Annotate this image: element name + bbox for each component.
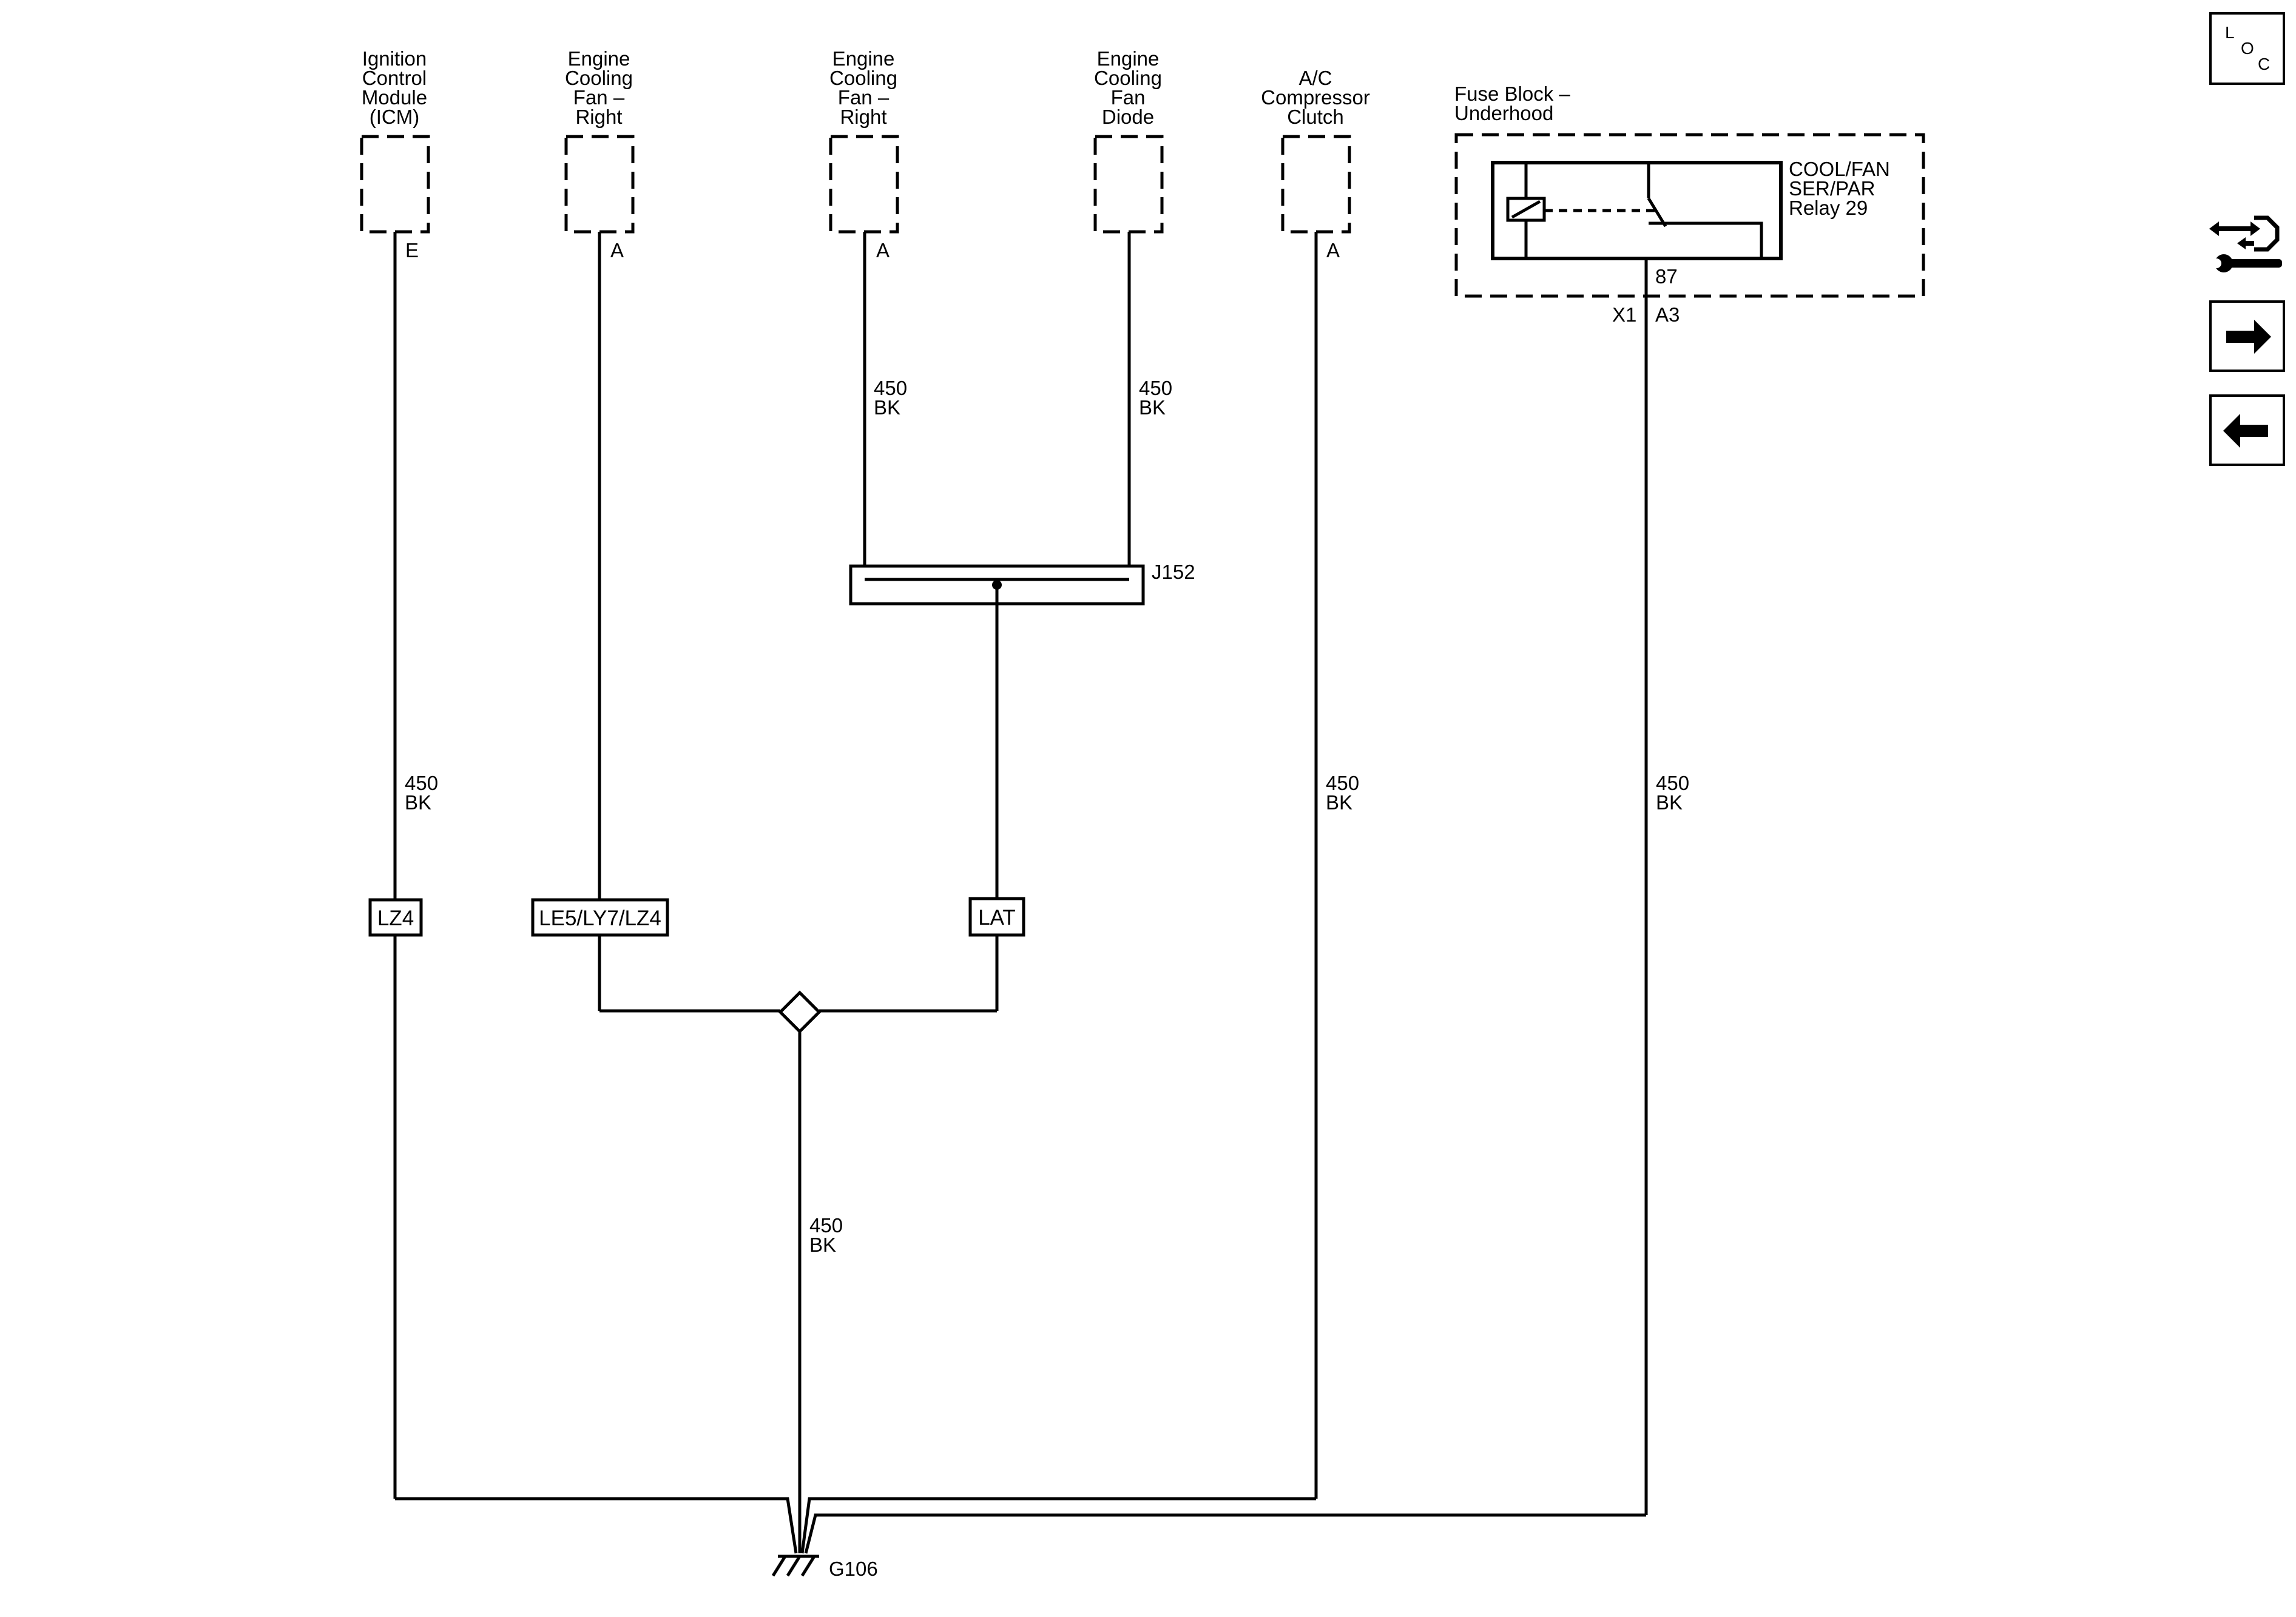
fan-diode-label-1: Engine	[1097, 47, 1160, 70]
loc-letter-o: O	[2241, 39, 2254, 58]
fan-right-b-connector-box	[829, 135, 899, 234]
fan-right-b-label-4: Right	[840, 106, 886, 128]
connector-wrench-icon	[2209, 215, 2282, 272]
loc-letter-l: L	[2225, 23, 2235, 42]
wire-ac-gauge: 450	[1326, 772, 1359, 794]
component-fan-right-a: Engine Cooling Fan – Right A	[564, 47, 635, 262]
option-tag-le5-box	[531, 898, 669, 937]
ac-clutch-label-1: A/C	[1298, 67, 1332, 89]
relay-label-2: SER/PAR	[1789, 177, 1875, 200]
wire-fan-b-color: BK	[874, 396, 900, 419]
loc-letter-c: C	[2258, 55, 2271, 73]
fan-right-b-label-1: Engine	[832, 47, 895, 70]
wire-fuse-gauge: 450	[1656, 772, 1689, 794]
component-fan-diode: Engine Cooling Fan Diode	[1093, 47, 1164, 234]
arrow-right-icon	[2226, 320, 2271, 354]
ground-hatch-3	[800, 1555, 816, 1577]
fuse-cavity-a3: A3	[1655, 303, 1680, 326]
option-tag-lz4: LZ4	[377, 906, 414, 930]
ground-hatch-2	[786, 1555, 802, 1577]
previous-button[interactable]	[2209, 394, 2285, 466]
fan-right-b-label-3: Fan –	[838, 86, 890, 109]
fan-diode-label-2: Cooling	[1094, 67, 1162, 89]
relay-contact-wire	[1649, 221, 1763, 257]
splice-label: J152	[1152, 561, 1195, 583]
connector-wrench-button[interactable]	[2209, 209, 2288, 282]
wire-ground-gauge: 450	[809, 1214, 843, 1237]
wire-labels: 450 BK 450 BK 450 BK 450 BK 450 BK 450 B…	[405, 377, 1689, 1256]
wire-icm-gauge: 450	[405, 772, 438, 794]
icm-connector-box	[360, 135, 430, 234]
fuse-block-label-1: Fuse Block –	[1454, 83, 1570, 105]
next-button[interactable]	[2209, 300, 2285, 372]
wires	[393, 232, 1648, 1554]
fan-diode-label-3: Fan	[1111, 86, 1146, 109]
fan-right-b-pin: A	[876, 239, 890, 262]
ground-g106: G106	[771, 1555, 878, 1580]
relay-label-1: COOL/FAN	[1789, 158, 1890, 180]
wire-ac-color: BK	[1326, 791, 1352, 814]
relay-coil-slash	[1511, 200, 1541, 219]
option-tag-le5: LE5/LY7/LZ4	[539, 906, 661, 930]
fuse-connector-x1: X1	[1612, 303, 1636, 326]
relay-pin-87: 87	[1655, 265, 1678, 288]
relay-switch-arm	[1647, 197, 1667, 228]
fan-right-b-label-2: Cooling	[829, 67, 897, 89]
wire-ground-color: BK	[809, 1234, 836, 1256]
fan-right-a-label-2: Cooling	[565, 67, 633, 89]
component-icm: Ignition Control Module (ICM) E	[360, 47, 430, 262]
fuse-block-boundary	[1454, 133, 1925, 298]
option-tag-lat: LAT	[978, 906, 1016, 930]
icm-label-1: Ignition	[362, 47, 427, 70]
icm-label-3: Module	[362, 86, 427, 109]
fan-diode-connector-box	[1093, 135, 1164, 234]
fan-right-a-label-1: Engine	[568, 47, 630, 70]
ground-label: G106	[829, 1558, 878, 1580]
loc-button[interactable]: L O C	[2209, 12, 2285, 85]
ac-clutch-pin: A	[1326, 239, 1340, 262]
fan-right-a-pin: A	[610, 239, 624, 262]
ground-bus-ac	[800, 1497, 1316, 1554]
component-fan-right-b: Engine Cooling Fan – Right A	[829, 47, 899, 262]
fan-right-a-label-4: Right	[575, 106, 622, 128]
option-join-diamond	[778, 990, 822, 1034]
option-tags: LZ4 LE5/LY7/LZ4 LAT	[368, 897, 1025, 937]
wire-diode-gauge: 450	[1139, 377, 1172, 399]
wire-icm-color: BK	[405, 791, 431, 814]
icm-label-4: (ICM)	[370, 106, 419, 128]
fan-right-a-label-3: Fan –	[573, 86, 625, 109]
fuse-block-label-2: Underhood	[1454, 102, 1553, 124]
wire-diode-color: BK	[1139, 396, 1166, 419]
ac-clutch-label-3: Clutch	[1287, 106, 1344, 128]
option-tag-lz4-box	[368, 898, 423, 937]
icm-label-2: Control	[362, 67, 427, 89]
wire-fan-b-gauge: 450	[874, 377, 907, 399]
fan-diode-label-4: Diode	[1102, 106, 1154, 128]
ground-hatch-1	[771, 1555, 787, 1577]
ground-bus-fuse	[804, 1513, 1646, 1554]
arrow-left-icon	[2223, 414, 2268, 448]
wire-fuse-color: BK	[1656, 791, 1683, 814]
ac-clutch-label-2: Compressor	[1261, 86, 1370, 109]
ac-clutch-connector-box	[1281, 135, 1351, 234]
option-tag-lat-box	[968, 897, 1025, 937]
icm-pin: E	[405, 239, 419, 262]
fan-right-a-connector-box	[564, 135, 635, 234]
ground-bus-left	[395, 1497, 798, 1554]
component-fuse-block: Fuse Block – Underhood COOL/FAN SER/PAR …	[1454, 83, 1925, 326]
relay-label-3: Relay 29	[1789, 197, 1868, 219]
